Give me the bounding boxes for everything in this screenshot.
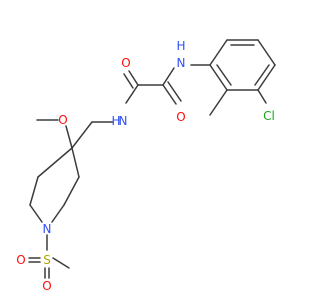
- atom-label-nh-aryl-h: H: [176, 39, 185, 53]
- atom-label-nh-alkyl-h: H: [111, 114, 120, 128]
- atom-label-sulfur: S: [43, 253, 51, 267]
- atom-labels: H N O O H N Cl O N S O O: [16, 39, 275, 293]
- atom-label-nh-aryl: N: [177, 56, 186, 70]
- bond-ring-c4-c5: [257, 64, 276, 91]
- bond-ring-c6-c1: [209, 64, 228, 91]
- atom-label-o-carbonyl-left: O: [121, 56, 130, 70]
- bond-co-right-o: [162, 84, 177, 105]
- atom-label-o-sulfonyl-left: O: [16, 253, 25, 267]
- bond-co-right-o-double: [167, 81, 182, 102]
- atom-label-nh-alkyl: N: [119, 114, 128, 128]
- atom-label-chlorine: Cl: [263, 109, 275, 123]
- molecule-structure: H N O O H N Cl O N S O O: [16, 39, 276, 293]
- bond-s-methyl: [52, 257, 70, 269]
- bond-co-left-o: [128, 70, 139, 86]
- bond-pip-c5-c4: [37, 147, 73, 178]
- bond-ring-c4-c5-inner: [254, 64, 270, 86]
- bond-c5-cl: [257, 89, 267, 104]
- bond-pip-c4-c3: [71, 147, 80, 178]
- bond-cq-o: [65, 125, 73, 149]
- bond-ch2-cq: [71, 121, 93, 149]
- atom-label-n-piperidine: N: [43, 222, 52, 236]
- bond-ring-c1-c2: [209, 39, 228, 66]
- bond-c6-methyl: [209, 89, 228, 116]
- bond-pip-c3-c2: [63, 176, 80, 206]
- atom-label-o-sulfonyl-right: O: [42, 279, 51, 293]
- bond-co-left-o-double: [123, 73, 134, 89]
- bond-pip-c2-n: [51, 204, 65, 223]
- bond-pip-c6-c5: [29, 176, 39, 206]
- bond-nh-carbonyl: [162, 67, 175, 86]
- bond-layer: [28, 39, 276, 279]
- atom-label-o-carbonyl-right: O: [176, 110, 185, 124]
- bond-ring-c3-c4: [257, 39, 276, 66]
- bond-pip-n-c6: [29, 204, 43, 223]
- bond-ring-c6-c1-inner: [216, 64, 232, 86]
- atom-label-o-methoxy: O: [58, 113, 67, 127]
- bond-co-left-nh: [125, 84, 139, 104]
